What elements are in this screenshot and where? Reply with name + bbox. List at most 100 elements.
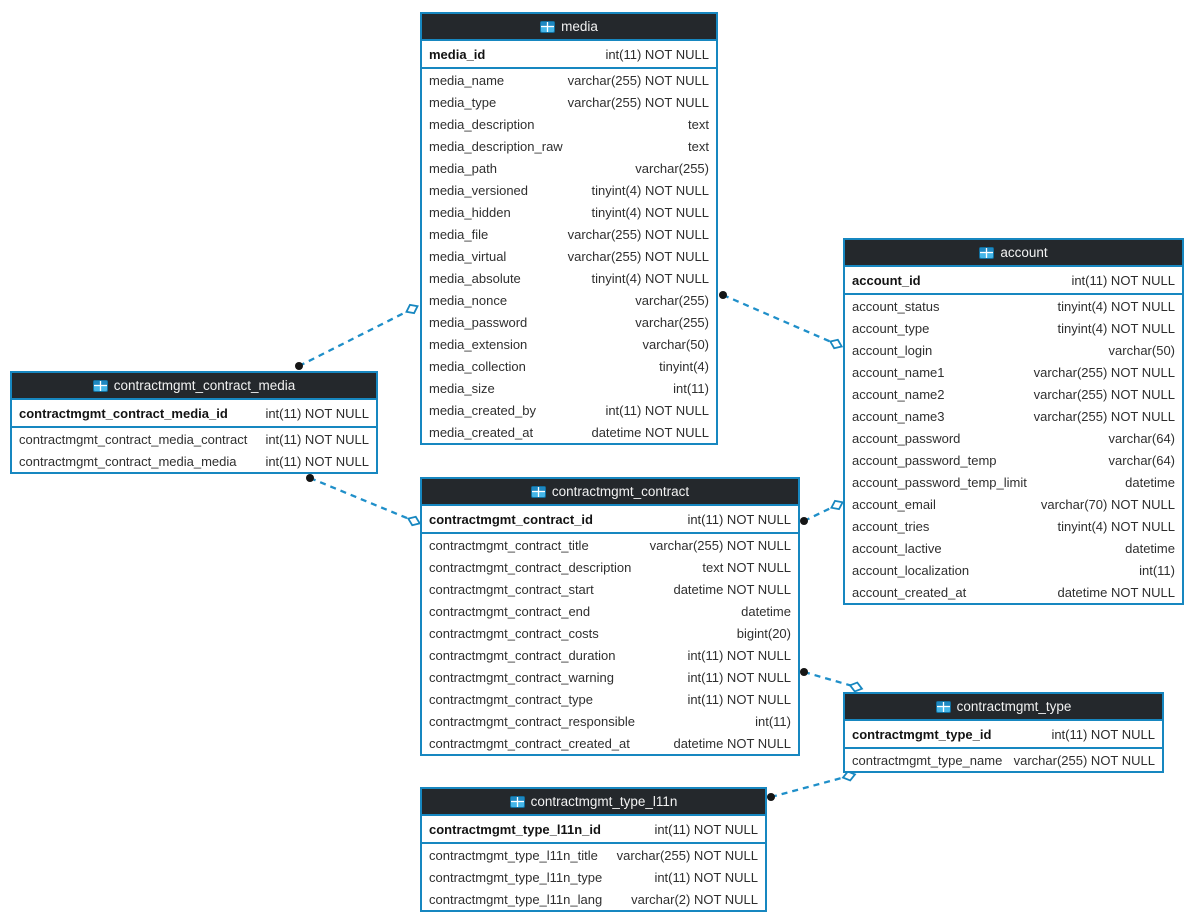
- field-name: media_collection: [429, 358, 526, 374]
- field-name: account_type: [852, 320, 930, 336]
- field-type: int(11) NOT NULL: [654, 869, 758, 885]
- table-contractmgmt-type-l11n[interactable]: contractmgmt_type_l11n contractmgmt_type…: [420, 787, 767, 912]
- field-type: tinyint(4) NOT NULL: [1057, 518, 1175, 534]
- table-header[interactable]: contractmgmt_contract_media: [12, 373, 376, 400]
- table-header[interactable]: contractmgmt_contract: [422, 479, 798, 506]
- field-name: media_hidden: [429, 204, 511, 220]
- relationship-dot: [800, 517, 808, 525]
- relationship-line-contractmgmt_contract_media-to-media[interactable]: [298, 307, 413, 368]
- field-name: account_localization: [852, 562, 970, 578]
- field-name: media_description_raw: [429, 138, 563, 154]
- table-header[interactable]: media: [422, 14, 716, 41]
- table-contractmgmt-contract-media[interactable]: contractmgmt_contract_media contractmgmt…: [10, 371, 378, 474]
- table-icon: [935, 700, 951, 713]
- table-title: contractmgmt_type_l11n: [530, 794, 678, 809]
- field-name: media_absolute: [429, 270, 521, 286]
- field-name: media_virtual: [429, 248, 507, 264]
- table-header[interactable]: contractmgmt_type_l11n: [422, 789, 765, 816]
- field-name: media_path: [429, 160, 497, 176]
- field-type: varchar(255) NOT NULL: [567, 226, 709, 242]
- field-type: datetime: [741, 603, 791, 619]
- table-icon: [509, 795, 525, 808]
- table-header[interactable]: contractmgmt_type: [845, 694, 1162, 721]
- field-type: int(11) NOT NULL: [265, 405, 369, 421]
- table-title: account: [1000, 245, 1048, 260]
- relationship-line-contractmgmt_contract-to-contractmgmt_type[interactable]: [803, 670, 857, 689]
- field-name: contractmgmt_contract_duration: [429, 647, 616, 663]
- relationship-diamond: [848, 681, 864, 693]
- field-type: bigint(20): [736, 625, 791, 641]
- field-name: media_description: [429, 116, 535, 132]
- relationship-line-contractmgmt_contract_media-to-contractmgmt_contract[interactable]: [309, 476, 415, 523]
- field-name: media_extension: [429, 336, 528, 352]
- relationship-line-media-to-account[interactable]: [722, 293, 837, 346]
- field-name: contractmgmt_type_id: [852, 726, 992, 742]
- field-row[interactable]: media_description_raw text: [422, 135, 716, 157]
- field-type: text: [688, 138, 709, 154]
- table-contractmgmt-contract[interactable]: contractmgmt_contract contractmgmt_contr…: [420, 477, 800, 756]
- field-name: contractmgmt_contract_created_at: [429, 735, 630, 751]
- relationship-line-contractmgmt_type_l11n-to-contractmgmt_type[interactable]: [770, 774, 850, 799]
- relationship-dot: [719, 291, 727, 299]
- table-header[interactable]: account: [845, 240, 1182, 267]
